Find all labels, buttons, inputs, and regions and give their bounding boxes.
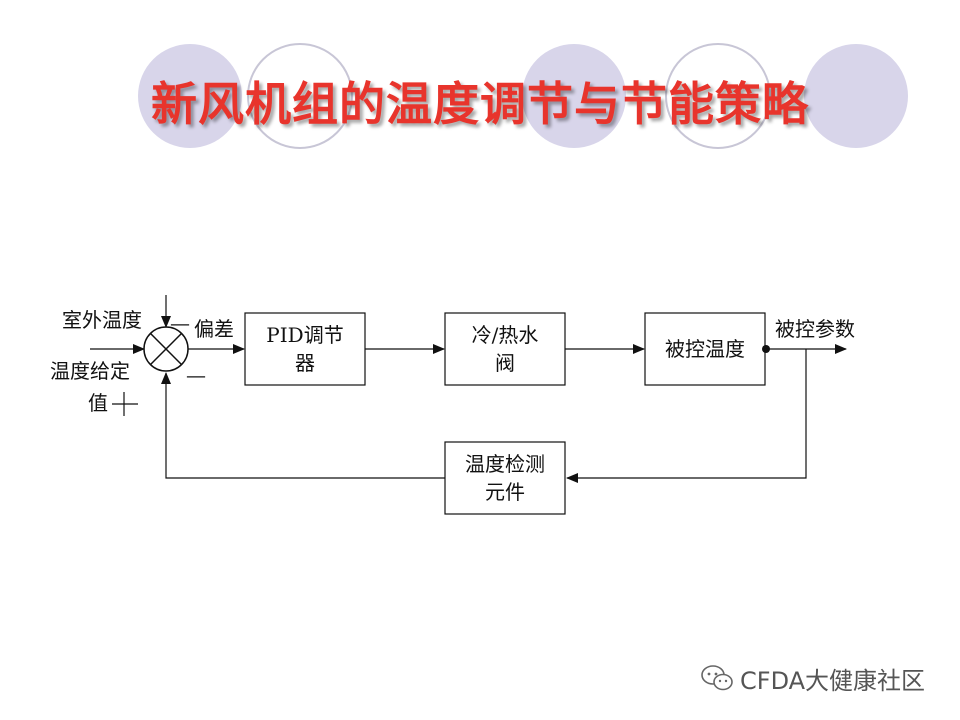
slide-title: 新风机组的温度调节与节能策略 bbox=[151, 77, 809, 131]
top-minus-sign: — bbox=[170, 311, 190, 335]
sensor-label-line2: 元件 bbox=[485, 480, 525, 504]
feedback-down-line bbox=[566, 349, 807, 483]
plant-label: 被控温度 bbox=[665, 337, 745, 361]
deco-circle-5 bbox=[804, 44, 908, 148]
watermark: CFDA大健康社区 bbox=[700, 660, 925, 696]
setpoint-label-line1: 温度给定 bbox=[50, 359, 130, 383]
setpoint-label-line2: 值 bbox=[88, 391, 108, 415]
bottom-minus-sign: — bbox=[186, 363, 206, 387]
outdoor-temp-label: 室外温度 bbox=[62, 308, 142, 332]
deco-circle-2 bbox=[247, 43, 353, 149]
deco-circle-1 bbox=[138, 44, 242, 148]
error-label: 偏差 bbox=[194, 317, 234, 341]
pid-label-line1: PID调节 bbox=[266, 323, 343, 347]
valve-block bbox=[444, 312, 566, 386]
valve-label-line1: 冷/热水 bbox=[472, 323, 539, 347]
pid-label-line2: 器 bbox=[295, 351, 315, 375]
sensor-label-line1: 温度检测 bbox=[465, 452, 545, 476]
watermark-text: CFDA大健康社区 bbox=[740, 666, 926, 695]
deco-circle-3 bbox=[522, 44, 626, 148]
deco-circle-4 bbox=[665, 43, 771, 149]
plant-block bbox=[644, 312, 766, 386]
output-label: 被控参数 bbox=[775, 317, 855, 341]
sensor-block bbox=[444, 441, 566, 515]
feedback-return-line bbox=[161, 372, 445, 479]
pid-controller-block bbox=[244, 312, 366, 386]
valve-label-line2: 阀 bbox=[495, 351, 515, 375]
wechat-icon bbox=[701, 665, 733, 691]
